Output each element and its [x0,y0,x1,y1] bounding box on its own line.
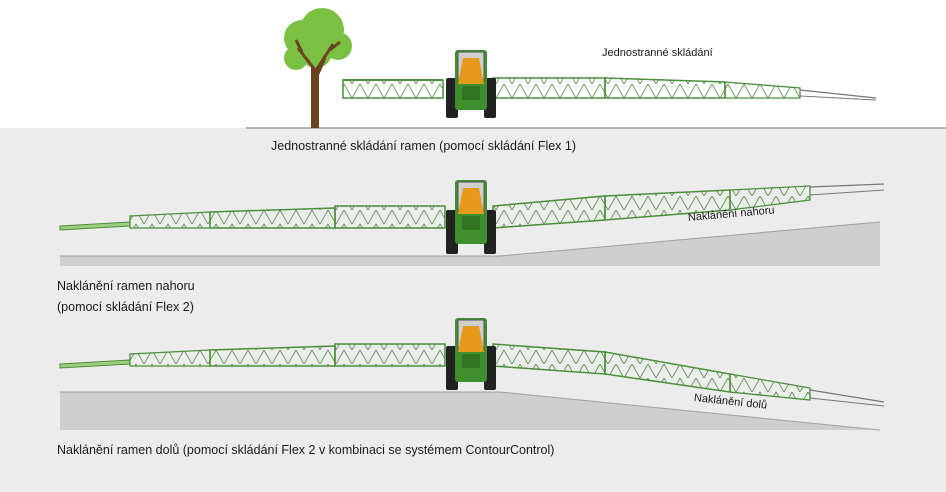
panel3-right-boom [492,343,885,407]
panel2-sprayer-icon [446,180,496,254]
panel2-scene [59,180,885,266]
panel2-caption-line1: Naklánění ramen nahoru [57,279,195,293]
panel2-left-boom [59,205,446,231]
panel1-sprayer-icon [446,50,496,118]
panel1-caption: Jednostranné skládání ramen (pomocí sklá… [271,139,577,153]
panel3-sprayer-icon [446,318,496,390]
panel2-caption-line2: (pomocí skládání Flex 2) [57,300,194,314]
panel3-left-boom [59,343,446,369]
panel3-ground [60,392,880,430]
panel1-left-boom [342,79,444,99]
panel1-right-boom [492,77,877,101]
panel2-right-boom [492,183,885,229]
tree-icon [284,8,352,128]
panel3-caption: Naklánění ramen dolů (pomocí skládání Fl… [57,443,555,457]
panel1-label: Jednostranné skládání [602,47,713,59]
panel3-scene [59,318,885,431]
panel1-scene [246,8,946,129]
panel2-ground [60,222,880,266]
